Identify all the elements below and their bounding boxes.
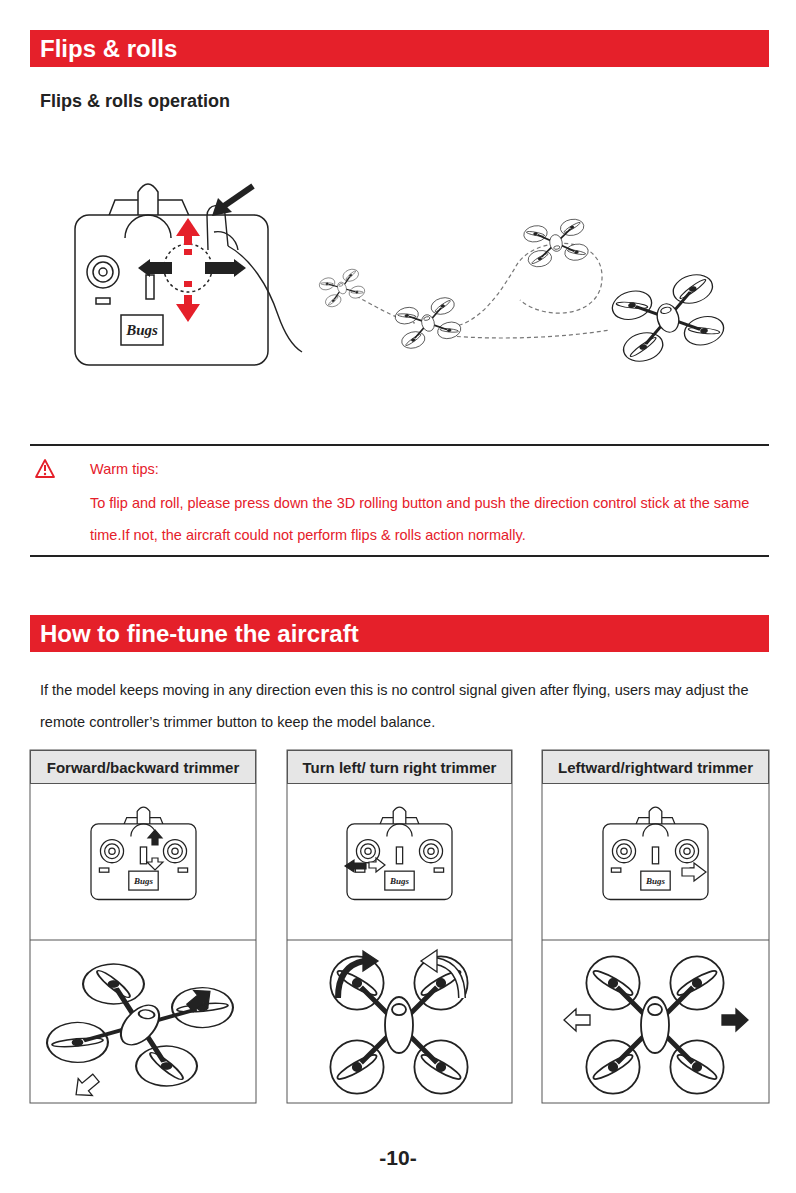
motion-arrow bbox=[363, 951, 378, 971]
subheading: Flips & rolls operation bbox=[40, 91, 230, 112]
node-text: Turn left/ turn right trimmer bbox=[303, 759, 497, 776]
hand bbox=[207, 206, 302, 352]
drone-figure bbox=[38, 956, 724, 1093]
direction-arrows bbox=[184, 249, 192, 255]
trim-arrow bbox=[369, 858, 385, 872]
drone-figure bbox=[609, 271, 727, 366]
direction-arrows bbox=[176, 218, 200, 236]
node-text: Flips & rolls bbox=[40, 30, 177, 67]
direction-arrows bbox=[138, 218, 246, 322]
press-arrow bbox=[212, 198, 232, 216]
table-frame bbox=[287, 940, 512, 941]
motion-arrow bbox=[722, 1009, 748, 1031]
trim-arrow bbox=[147, 858, 163, 870]
node-text: Leftward/rightward trimmer bbox=[558, 759, 753, 776]
press-arrow bbox=[212, 186, 253, 216]
rule-line bbox=[30, 555, 769, 557]
warning-icon bbox=[36, 460, 54, 477]
warning-icon bbox=[44, 465, 46, 471]
remote-controller bbox=[91, 807, 196, 899]
remote-controller bbox=[603, 807, 708, 899]
body-text: If the model keeps moving in any directi… bbox=[40, 674, 775, 738]
drone-figure bbox=[318, 267, 367, 309]
direction-arrows bbox=[150, 262, 172, 274]
remote-controller bbox=[146, 275, 154, 299]
remote-controller bbox=[75, 184, 268, 365]
drone-figure bbox=[393, 295, 462, 350]
warning-icon bbox=[44, 473, 46, 475]
brand-logo: Bugs bbox=[646, 876, 665, 885]
table-frame bbox=[30, 940, 256, 941]
direction-arrows bbox=[138, 259, 150, 277]
table-frame bbox=[30, 750, 256, 1103]
brand-logo: Bugs bbox=[126, 323, 158, 338]
motion-arrow bbox=[436, 961, 462, 998]
direction-arrows bbox=[184, 281, 192, 287]
remote-controller bbox=[99, 268, 107, 276]
hand bbox=[214, 232, 238, 250]
motion-arrow bbox=[69, 1070, 103, 1104]
remote-controller bbox=[347, 807, 452, 899]
direction-arrows bbox=[234, 259, 246, 277]
drone-figure bbox=[318, 217, 727, 365]
trim-arrow bbox=[682, 863, 706, 881]
remote-controller bbox=[91, 807, 708, 899]
remote-controller bbox=[138, 184, 158, 216]
brand-logo: Bugs bbox=[134, 876, 153, 885]
drone-figure bbox=[586, 956, 723, 1093]
trim-arrow bbox=[148, 830, 162, 845]
press-arrow bbox=[224, 186, 253, 206]
warning-icon bbox=[36, 460, 54, 477]
drone-figure bbox=[330, 956, 467, 1093]
motion-arrow bbox=[436, 961, 462, 998]
motion-arrow bbox=[564, 1009, 590, 1031]
trim-arrow bbox=[345, 860, 366, 872]
hand bbox=[228, 246, 302, 352]
remote-controller bbox=[93, 262, 113, 282]
remote-controller bbox=[75, 215, 268, 365]
table-header-cell: Forward/backward trimmer bbox=[30, 750, 256, 784]
table-frame bbox=[30, 750, 769, 1103]
table-header-cell: Leftward/rightward trimmer bbox=[542, 750, 769, 784]
remote-controller bbox=[125, 215, 171, 238]
page-number: -10- bbox=[379, 1147, 416, 1168]
brand-logo: Bugs bbox=[390, 876, 409, 885]
direction-arrows bbox=[184, 295, 192, 304]
direction-arrows bbox=[176, 304, 200, 322]
motion-arrow bbox=[338, 961, 364, 998]
remote-controller bbox=[96, 298, 110, 304]
warning-text: To flip and roll, please press down the … bbox=[90, 487, 762, 551]
direction-arrows bbox=[184, 236, 192, 245]
section-band: Flips & rolls bbox=[30, 30, 769, 67]
motion-arrow bbox=[69, 950, 748, 1103]
warning-title: Warm tips: bbox=[90, 461, 159, 477]
direction-arrows bbox=[205, 262, 234, 274]
motion-arrow bbox=[183, 983, 217, 1017]
rule-line bbox=[30, 444, 769, 446]
table-header-cell: Turn left/ turn right trimmer bbox=[287, 750, 512, 784]
remote-controller bbox=[87, 256, 119, 288]
table-frame bbox=[542, 940, 769, 941]
motion-arrow bbox=[421, 950, 437, 972]
section-band: How to fine-tune the aircraft bbox=[30, 615, 769, 652]
table-frame bbox=[287, 750, 512, 1103]
node-text: How to fine-tune the aircraft bbox=[40, 615, 359, 652]
node-text: Forward/backward trimmer bbox=[47, 759, 240, 776]
trim-arrow bbox=[147, 830, 706, 881]
table-frame bbox=[542, 750, 769, 1103]
drone-figure bbox=[523, 217, 590, 268]
remote-controller bbox=[121, 315, 163, 345]
flight-path bbox=[450, 330, 610, 338]
drone-figure bbox=[38, 958, 242, 1092]
